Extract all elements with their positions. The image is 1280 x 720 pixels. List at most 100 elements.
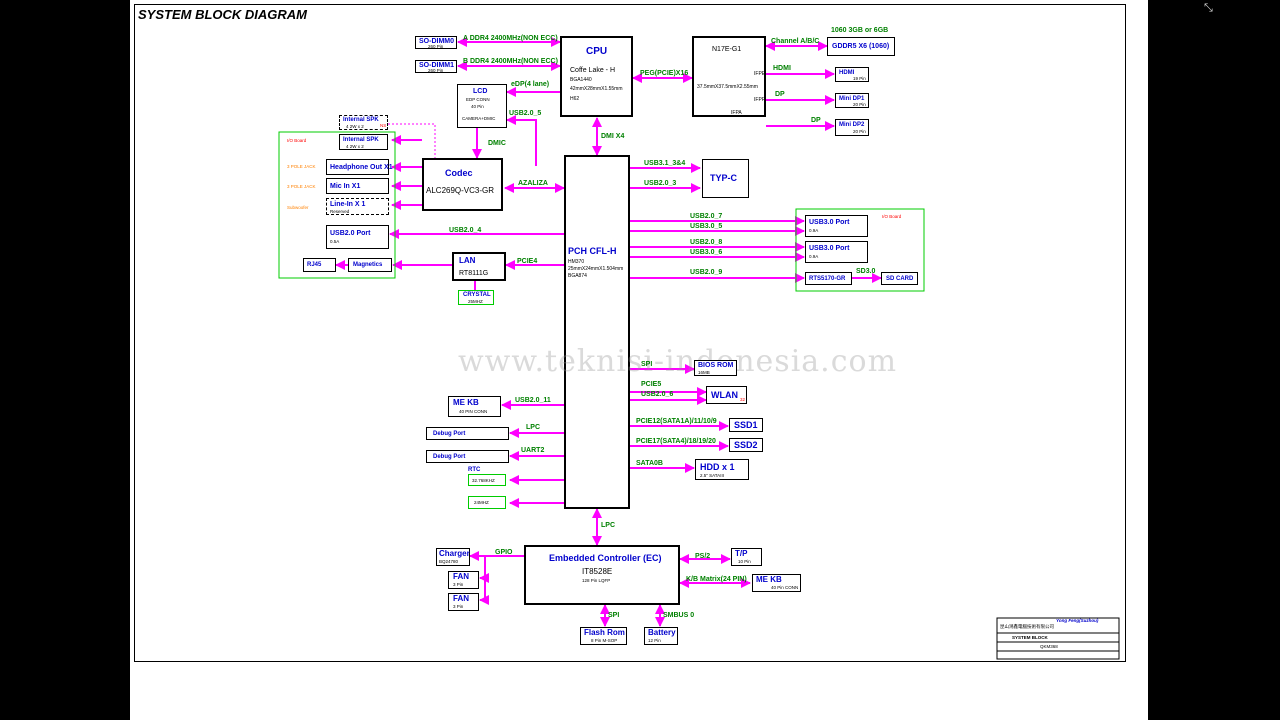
hdd-label: HDD x 1 bbox=[700, 462, 735, 472]
rtc-freq: 32.768KHZ bbox=[472, 478, 495, 483]
internal-spk-label: Internal SPK bbox=[343, 137, 379, 143]
azalia-label: AZALIZA bbox=[518, 180, 548, 187]
hdmi-label: HDMI bbox=[839, 70, 855, 76]
bios-block: BIOS ROM 16MB bbox=[694, 360, 737, 376]
gpu-port-e: IFPE bbox=[754, 71, 766, 77]
wlan-bus2-label: USB2.0_6 bbox=[641, 391, 674, 398]
sodimm1-block: SO-DIMM1 260 Pin bbox=[415, 60, 457, 73]
ssd2-label: SSD2 bbox=[734, 440, 758, 450]
minidp1-label: Mini DP1 bbox=[839, 96, 865, 102]
mekb-left-label: ME KB bbox=[453, 398, 479, 407]
right-usb3b-sub: 0.9A bbox=[809, 254, 819, 259]
gddr-note: 1060 3GB or 6GB bbox=[831, 27, 889, 34]
subwoofer-label: Subwoofer bbox=[287, 205, 309, 210]
rj45-label: RJ45 bbox=[307, 262, 322, 268]
magnetics-label: Magnetics bbox=[353, 262, 383, 268]
flash-sub: 8 Pin M-SOP bbox=[591, 638, 618, 643]
hdmi-block: HDMI 19 Pin bbox=[835, 67, 869, 82]
pch-block: PCH CFL-H HM370 25mmX24mmX1.504mm BGA874 bbox=[564, 155, 630, 509]
right-usb3b-label: USB3.0 Port bbox=[809, 245, 850, 252]
mekb-left-sub: 40 PIN CONN bbox=[459, 409, 488, 414]
usb20-7-label: USB2.0_7 bbox=[690, 213, 723, 220]
ec-block: Embedded Controller (EC) IT8528E 128 Pin… bbox=[524, 545, 680, 605]
debug1-label: Debug Port bbox=[433, 431, 466, 437]
minidp2-label: Mini DP2 bbox=[839, 122, 865, 128]
bios-sub: 16MB bbox=[698, 370, 710, 375]
lcd-pin: 40 Pin bbox=[471, 104, 484, 109]
internal-spk-block: Internal SPK 4 2W x 2 bbox=[339, 134, 388, 150]
minidp2-block: Mini DP2 20 Pin bbox=[835, 119, 869, 136]
collapse-icon[interactable]: ⤡ bbox=[1204, 2, 1213, 14]
gpu-size: 37.5mmX37.5mmX2.55mm bbox=[697, 84, 758, 90]
right-usb3a-label: USB3.0 Port bbox=[809, 219, 850, 226]
bios-label: BIOS ROM bbox=[698, 362, 734, 369]
cpu-pkg: BGA1440 bbox=[570, 77, 592, 83]
clk24-label: 24MHZ bbox=[474, 500, 489, 505]
wlan-note: 32 bbox=[740, 397, 746, 402]
hdd-bus-label: SATA0B bbox=[636, 460, 663, 467]
typec-bus1-label: USB3.1_3&4 bbox=[644, 160, 686, 167]
drawing-frame bbox=[134, 4, 1126, 662]
mekb-ec-block: ME KB 40 Pin CONN bbox=[752, 574, 801, 592]
watermark-text: www.teknisi-indonesia.com bbox=[458, 344, 898, 379]
magnetics-block: Magnetics bbox=[348, 258, 392, 272]
gpu-port-a: IFPA bbox=[731, 110, 742, 116]
flash-block: Flash Rom 8 Pin M-SOP bbox=[580, 627, 627, 645]
micin-label: Mic In X1 bbox=[330, 183, 361, 190]
codec-name: ALC269Q-VC3-GR bbox=[426, 186, 495, 195]
debug2-block: Debug Port bbox=[426, 450, 509, 463]
tp-label: T/P bbox=[735, 549, 748, 558]
codec-block: Codec ALC269Q-VC3-GR bbox=[422, 158, 503, 211]
lcd-label: LCD bbox=[473, 88, 488, 95]
fan1-sub: 3 Pin bbox=[453, 582, 464, 587]
right-usb3a-block: USB3.0 Port 0.9A bbox=[805, 215, 868, 237]
linein-block: Line-In X 1 Reserved bbox=[326, 198, 389, 215]
ssd1-label: SSD1 bbox=[734, 420, 758, 430]
sodimm1-label: SO-DIMM1 bbox=[419, 62, 454, 69]
fan1-block: FAN 3 Pin bbox=[448, 571, 479, 589]
lcd-conn: EDP CONN bbox=[466, 97, 490, 102]
usb30-6-label: USB3.0_6 bbox=[690, 249, 723, 256]
lcd-usb-label: USB2.0_5 bbox=[509, 110, 542, 117]
flash-label: Flash Rom bbox=[584, 628, 625, 637]
sodimm0-sub: 260 Pin bbox=[428, 44, 444, 49]
typec-bus2-label: USB2.0_3 bbox=[644, 180, 677, 187]
wlan-block: WLAN bbox=[706, 386, 747, 404]
debug1-bus-label: LPC bbox=[526, 424, 540, 431]
lcd-sub: CAMERA+DMIC bbox=[462, 116, 496, 121]
mekb-ec-sub: 40 Pin CONN bbox=[771, 585, 799, 590]
left-io-board-label: I/O Board bbox=[287, 138, 307, 143]
sodimm1-sub: 260 Pin bbox=[428, 68, 444, 73]
typec-block: TYP-C bbox=[702, 159, 749, 198]
rts5170-label: RTS5170-GR bbox=[809, 276, 846, 282]
sd-bus-label: SD3.0 bbox=[856, 268, 876, 275]
hdmi-pin: 19 Pin bbox=[853, 76, 866, 81]
pch-l3: BGA874 bbox=[568, 273, 587, 279]
cpu-block: CPU Coffe Lake - H BGA1440 42mmX28mmX1.5… bbox=[560, 36, 633, 117]
fan2-block: FAN 3 Pin bbox=[448, 593, 479, 611]
clk24-block: 24MHZ bbox=[468, 496, 506, 509]
jack1-label: 3 POLE JACK bbox=[287, 164, 316, 169]
cpu-name: Coffe Lake - H bbox=[570, 67, 616, 74]
internal-spk-ns-sub: 4 2W x 2 bbox=[346, 124, 364, 129]
tp-block: T/P 10 Pin bbox=[731, 548, 762, 566]
flash-bus-label: SPI bbox=[608, 612, 620, 619]
titleblock-doc: QKM368 bbox=[1040, 644, 1058, 649]
internal-spk-sub: 4 2W x 2 bbox=[346, 144, 364, 149]
codec-title: Codec bbox=[445, 168, 473, 178]
lan-crystal-freq: 25MHZ bbox=[468, 299, 483, 304]
wlan-bus1-label: PCIE5 bbox=[641, 381, 662, 388]
titleblock-title: SYSTEM BLOCK bbox=[1012, 635, 1048, 640]
lan-crystal-label: CRYSTAL bbox=[463, 292, 491, 298]
gpu-block: N17E-G1 37.5mmX37.5mmX2.55mm IFPE IFPF I… bbox=[692, 36, 766, 117]
ec-sub: 128 Pin LQFP bbox=[582, 578, 611, 583]
rts5170-block: RTS5170-GR bbox=[805, 272, 852, 285]
hdd-block: HDD x 1 2.5" SATAIII bbox=[695, 459, 749, 480]
tp-sub: 10 Pin bbox=[738, 559, 751, 564]
debug2-bus-label: UART2 bbox=[521, 447, 545, 454]
left-usb-sub: 0.5A bbox=[330, 239, 340, 244]
battery-block: Battery 12 Pin bbox=[644, 627, 678, 645]
pch-l1: HM370 bbox=[568, 259, 585, 265]
left-usb-block: USB2.0 Port 0.5A bbox=[326, 225, 389, 249]
